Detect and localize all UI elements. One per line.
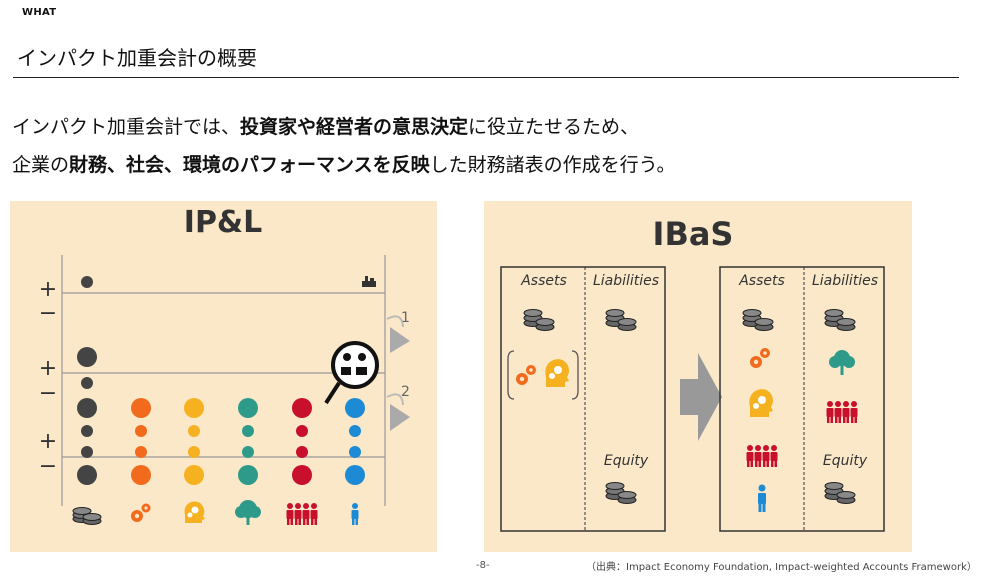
impact-dot: [292, 398, 312, 418]
assets-label: Assets: [738, 273, 785, 289]
transform-arrow-icon: [680, 353, 722, 441]
text-segment: 企業の: [12, 154, 70, 176]
impact-dot: [238, 398, 258, 418]
intangible-bracket: [507, 350, 579, 400]
gears-icon: [750, 348, 770, 368]
plus-sign: +: [39, 277, 57, 302]
person-icon: [758, 484, 766, 512]
impact-dot: [242, 425, 254, 437]
dot: [77, 347, 97, 367]
people-icon: [747, 445, 778, 467]
equity-label: Equity: [604, 453, 649, 469]
ipl-panel: IP&L + − + − + − 1 2: [10, 201, 437, 552]
head-gears-icon: [749, 389, 773, 417]
coins-icon: [824, 482, 856, 504]
liabilities-label: Liabilities: [812, 273, 878, 289]
person-icon: [351, 503, 359, 525]
plus-sign: +: [39, 429, 57, 454]
text-segment: インパクト加重会計では、: [12, 116, 241, 138]
impact-dot: [77, 398, 97, 418]
liabilities-label: Liabilities: [593, 273, 659, 289]
coins-icon: [72, 507, 102, 525]
ipl-diagram: IP&L + − + − + − 1 2: [39, 205, 410, 525]
title-divider: [13, 77, 959, 78]
impact-dot: [131, 398, 151, 418]
tree-icon: [829, 350, 855, 375]
coins-icon: [523, 309, 555, 331]
minus-sign: −: [39, 454, 57, 479]
dot: [81, 276, 93, 288]
coins-icon: [605, 482, 637, 504]
impact-dot: [184, 465, 204, 485]
ibas-diagram: IBaS Assets Liabilities Equity Assets Li…: [500, 215, 885, 532]
description-line-2: 企業の財務、社会、環境のパフォーマンスを反映した財務諸表の作成を行う。: [12, 150, 676, 177]
impact-dot: [242, 446, 254, 458]
impact-dot: [292, 465, 312, 485]
minus-sign: −: [39, 301, 57, 326]
assets-label: Assets: [520, 273, 567, 289]
ipl-title: IP&L: [184, 205, 262, 240]
page-number: -8-: [476, 560, 490, 571]
page-title: インパクト加重会計の概要: [17, 46, 257, 70]
equity-label: Equity: [823, 453, 868, 469]
coins-icon: [742, 309, 774, 331]
gears-icon: [131, 503, 151, 522]
impact-dot: [81, 425, 93, 437]
impact-dot: [131, 465, 151, 485]
impact-dot: [349, 425, 361, 437]
plus-sign: +: [39, 356, 57, 381]
impact-dot: [135, 425, 147, 437]
arrow-2-icon: 2: [386, 384, 410, 431]
ibas-title: IBaS: [653, 215, 734, 253]
balance-sheet-after: [719, 266, 885, 532]
factory-icon: [362, 276, 376, 287]
dot: [81, 377, 93, 389]
balance-sheet-before: [500, 266, 666, 532]
impact-dot: [296, 425, 308, 437]
impact-dot: [184, 398, 204, 418]
impact-dot: [345, 465, 365, 485]
coins-icon: [824, 309, 856, 331]
impact-dot: [77, 465, 97, 485]
impact-dot: [296, 446, 308, 458]
impact-dot: [188, 425, 200, 437]
ibas-panel: IBaS Assets Liabilities Equity Assets Li…: [484, 201, 912, 552]
people-icon: [827, 401, 858, 423]
impact-dot: [135, 446, 147, 458]
text-segment: に役立たせるため、: [468, 116, 640, 138]
head-gears-icon: [184, 501, 205, 523]
arrow-1-icon: 1: [386, 310, 410, 353]
impact-dot: [349, 446, 361, 458]
magnifier-icon: [324, 341, 379, 405]
people-icon: [287, 503, 318, 525]
impact-dot: [81, 446, 93, 458]
source-citation: （出典：Impact Economy Foundation, Impact-we…: [586, 562, 977, 573]
coins-icon: [605, 309, 637, 331]
text-segment: 投資家や経営者の意思決定: [240, 116, 469, 138]
impact-dot: [188, 446, 200, 458]
impact-dot: [345, 398, 365, 418]
section-tag: WHAT: [22, 7, 57, 18]
gears-icon: [516, 365, 536, 385]
head-gears-icon: [545, 359, 569, 387]
impact-dot: [238, 465, 258, 485]
minus-sign: −: [39, 381, 57, 406]
text-segment: 財務、社会、環境のパフォーマンスを反映: [69, 154, 430, 176]
tree-icon: [235, 500, 261, 525]
svg-text:2: 2: [401, 384, 410, 400]
description-line-1: インパクト加重会計では、投資家や経営者の意思決定に役立たせるため、: [12, 112, 639, 139]
svg-text:1: 1: [401, 310, 410, 326]
text-segment: した財務諸表の作成を行う。: [429, 154, 676, 176]
